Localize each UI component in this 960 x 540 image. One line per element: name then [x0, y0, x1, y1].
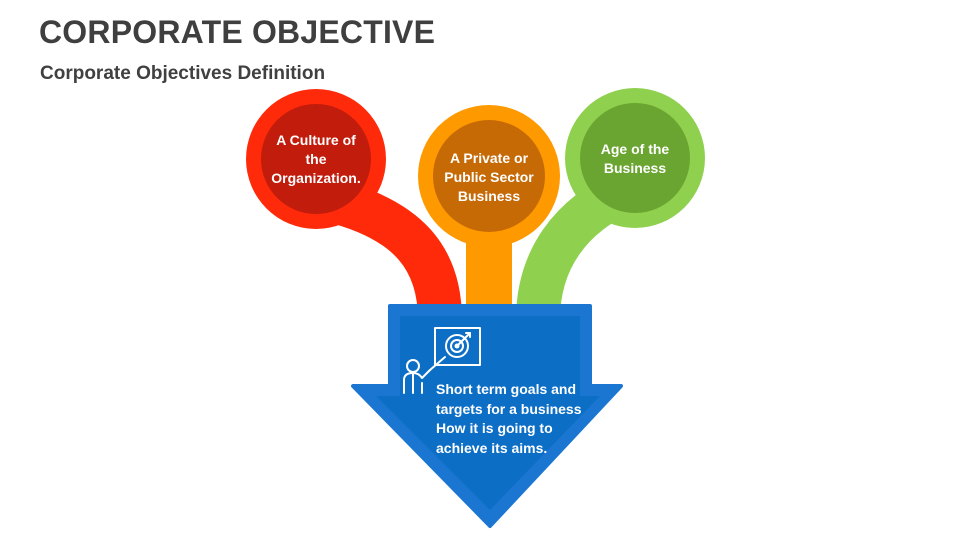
objective-arrow	[351, 304, 623, 528]
presenter-target-icon	[403, 327, 481, 394]
description-line: How it is going to	[436, 420, 553, 436]
description-line: targets for a business	[436, 400, 582, 417]
culture-circle	[246, 89, 386, 229]
page-title: CORPORATE OBJECTIVE	[39, 14, 436, 50]
description-line: Short term goals and	[436, 381, 577, 397]
page-subtitle: Corporate Objectives Definition	[40, 63, 326, 84]
sector-circle	[418, 105, 560, 247]
age-circle	[565, 88, 705, 228]
objective-description: Short term goals and targets for a busin…	[436, 380, 606, 458]
sector-label: A Private or Public Sector Business	[444, 149, 534, 204]
culture-label: A Culture of the Organization.	[271, 131, 361, 186]
age-label: Age of the Business	[600, 141, 670, 176]
description-line: achieve its aims.	[436, 439, 548, 456]
arrow-inner-shape	[376, 316, 600, 510]
